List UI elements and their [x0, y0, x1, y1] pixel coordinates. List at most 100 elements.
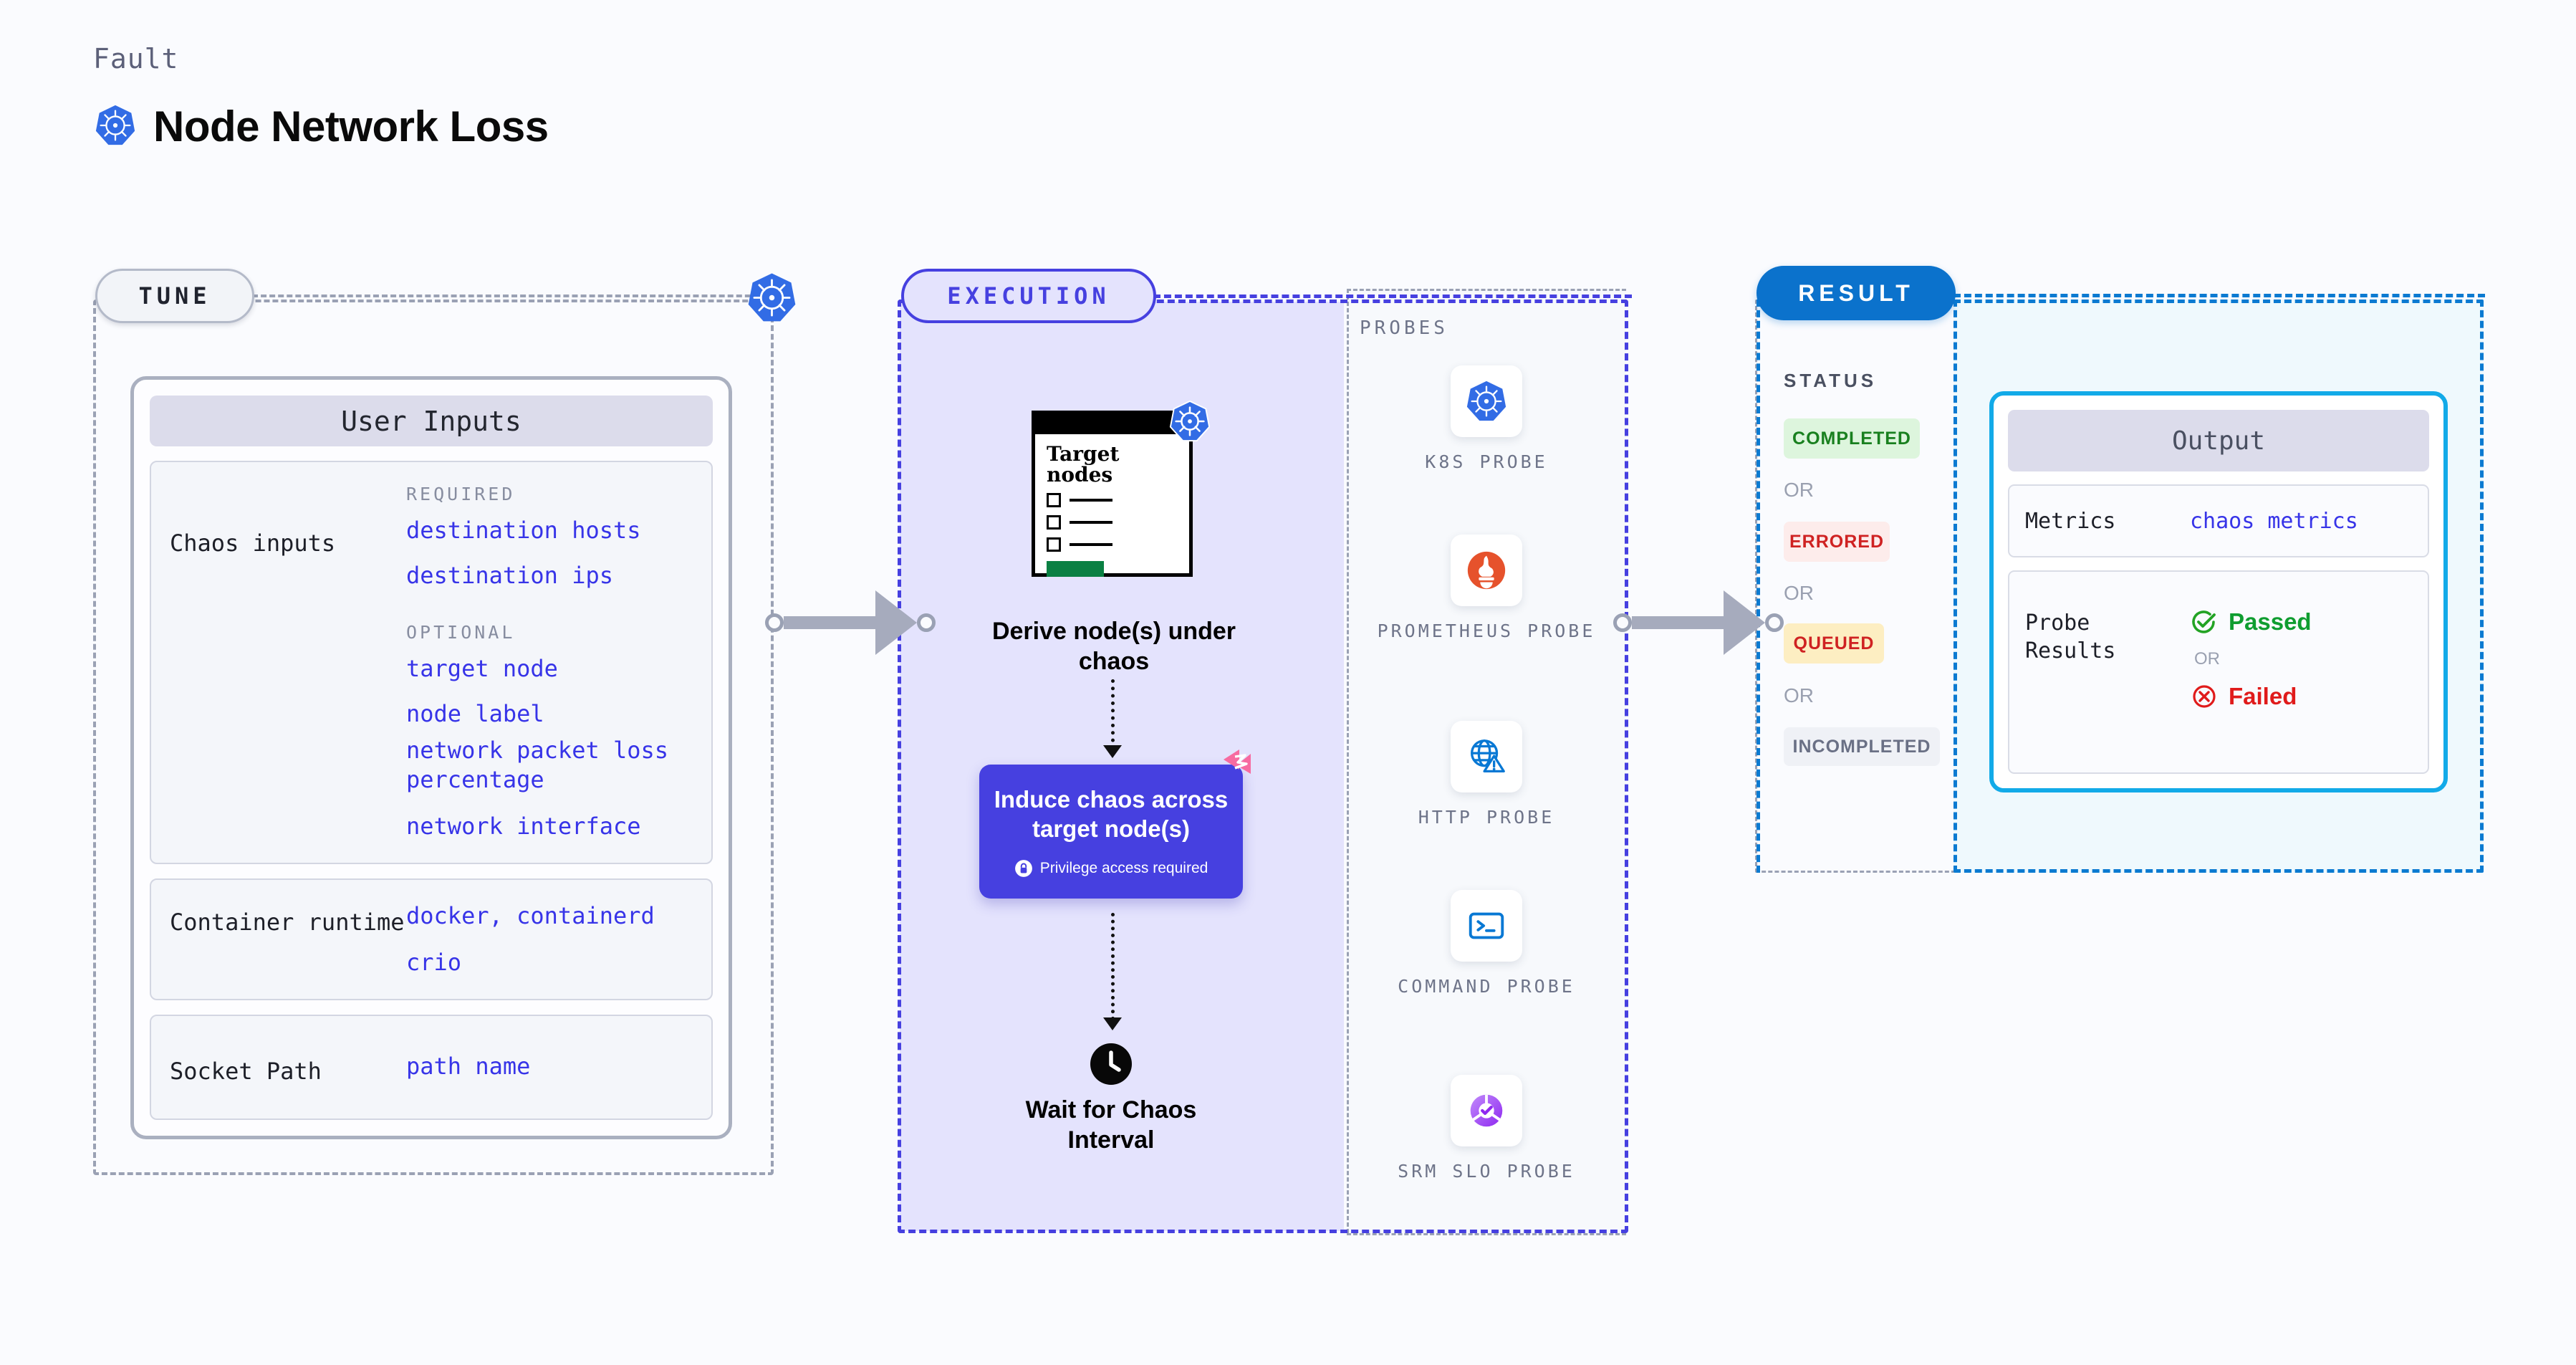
or-separator: OR: [2194, 649, 2220, 669]
arrowhead-icon: [1103, 745, 1122, 758]
wait-interval-caption: Wait for Chaos Interval: [1025, 1096, 1197, 1154]
input-destination-hosts[interactable]: destination hosts: [406, 517, 641, 545]
result-left-border: [1756, 300, 1760, 873]
chaos-inputs-label: Chaos inputs: [170, 530, 336, 557]
target-nodes-title: Target nodes: [1047, 442, 1120, 487]
or-separator: OR: [1784, 479, 1814, 501]
execution-panel: [898, 300, 1628, 1233]
input-network-packet-loss-percentage[interactable]: network packet loss percentage: [406, 737, 669, 794]
metrics-row: Metrics chaos metrics: [2008, 484, 2429, 557]
connector-line: [1632, 616, 1725, 629]
status-label: STATUS: [1784, 370, 1878, 391]
execution-stage-pill[interactable]: EXECUTION: [901, 269, 1156, 323]
probe-item-http[interactable]: HTTP PROBE: [1347, 721, 1626, 830]
kubernetes-icon: [745, 271, 799, 325]
probe-item-command[interactable]: COMMAND PROBE: [1347, 890, 1626, 999]
probe-results-label: Probe Results: [2025, 610, 2116, 664]
status-badge-queued: QUEUED: [1784, 623, 1884, 664]
probe-label: HTTP PROBE: [1418, 807, 1555, 828]
container-runtime-row: Container runtime docker, containerd cri…: [150, 878, 713, 1000]
probes-label: PROBES: [1360, 317, 1448, 339]
page-header: Fault Node Network Loss: [93, 43, 549, 151]
globe-warning-icon: [1451, 721, 1522, 792]
runtime-crio[interactable]: crio: [406, 948, 462, 976]
input-target-node[interactable]: target node: [406, 655, 558, 683]
probe-results-row: Probe Results Passed OR Failed: [2008, 570, 2429, 774]
tune-pill-label: TUNE: [138, 282, 211, 310]
checkbox-icon[interactable]: [1047, 537, 1061, 552]
placeholder-line: [1070, 543, 1112, 547]
probe-label: K8S PROBE: [1425, 451, 1548, 472]
arrowhead-icon: [1724, 590, 1765, 655]
kubernetes-icon: [1451, 365, 1522, 437]
runtime-docker[interactable]: docker: [406, 901, 489, 929]
runtime-containerd[interactable]: containerd: [516, 901, 655, 929]
runtime-separator: ,: [489, 901, 503, 929]
page-title-row: Node Network Loss: [93, 102, 549, 151]
arrowhead-icon: [875, 590, 917, 655]
input-network-interface[interactable]: network interface: [406, 812, 641, 840]
or-separator: OR: [1784, 582, 1814, 604]
flow-connector: [1111, 913, 1115, 1020]
prometheus-icon: [1451, 535, 1522, 606]
terminal-icon: [1451, 890, 1522, 962]
connector-execution-to-result: [1613, 590, 1784, 655]
confirm-button[interactable]: [1047, 561, 1104, 578]
result-connector-dash: [1953, 294, 2485, 297]
user-inputs-header: User Inputs: [150, 396, 713, 447]
user-inputs-title: User Inputs: [341, 405, 522, 437]
metrics-value[interactable]: chaos metrics: [2190, 508, 2358, 534]
tune-stage-pill[interactable]: TUNE: [95, 269, 254, 323]
probes-top-border: [1347, 289, 1626, 291]
derive-nodes-caption: Derive node(s) under chaos: [991, 618, 1236, 676]
execution-pill-label: EXECUTION: [947, 282, 1110, 310]
socket-path-value[interactable]: path name: [406, 1052, 531, 1080]
privilege-note: Privilege access required: [1014, 859, 1208, 878]
clock-icon: [1090, 1043, 1133, 1086]
target-nodes-card: Target nodes: [1032, 411, 1193, 578]
output-title: Output: [2171, 426, 2266, 456]
check-circle-icon: [2192, 610, 2216, 633]
status-badge-incompleted: INCOMPLETED: [1784, 727, 1940, 766]
connector-tune-to-execution: [765, 590, 936, 655]
or-separator: OR: [1784, 684, 1814, 707]
input-node-label[interactable]: node label: [406, 700, 544, 728]
checkbox-icon[interactable]: [1047, 493, 1061, 508]
status-badge-completed: COMPLETED: [1784, 418, 1920, 459]
chaos-inputs-row: Chaos inputs REQUIRED destination hosts …: [150, 461, 713, 864]
probe-item-srm-slo[interactable]: SRM SLO PROBE: [1347, 1075, 1626, 1184]
result-stage-pill[interactable]: RESULT: [1756, 266, 1956, 320]
induce-chaos-title: Induce chaos across target node(s): [994, 786, 1229, 842]
card-titlebar: [1035, 414, 1189, 434]
kubernetes-icon: [93, 103, 138, 150]
probe-result-failed: Failed: [2190, 682, 2312, 711]
output-card: Output Metrics chaos metrics Probe Resul…: [1989, 391, 2448, 792]
checkbox-icon[interactable]: [1047, 515, 1061, 530]
probe-item-k8s[interactable]: K8S PROBE: [1347, 365, 1626, 474]
required-group-heading: REQUIRED: [406, 484, 516, 505]
srm-slo-icon: [1451, 1075, 1522, 1146]
container-runtime-values[interactable]: docker, containerd: [406, 901, 655, 931]
result-pill-label: RESULT: [1798, 279, 1914, 306]
arrowhead-icon: [1103, 1017, 1122, 1030]
optional-group-heading: OPTIONAL: [406, 622, 516, 643]
checkbox-row[interactable]: [1047, 493, 1178, 508]
connector-endpoint: [917, 613, 936, 632]
placeholder-line: [1070, 521, 1112, 525]
probe-result-passed: Passed: [2190, 608, 2312, 636]
user-inputs-card: User Inputs Chaos inputs REQUIRED destin…: [130, 376, 732, 1139]
output-header: Output: [2008, 410, 2429, 471]
failed-label: Failed: [2229, 683, 2297, 709]
probes-bottom-border: [1347, 1233, 1626, 1235]
checkbox-row[interactable]: [1047, 537, 1178, 552]
passed-label: Passed: [2229, 608, 2312, 635]
metrics-label: Metrics: [2025, 508, 2116, 534]
probe-label: COMMAND PROBE: [1398, 976, 1575, 997]
lock-icon: [1014, 859, 1032, 877]
privilege-note-text: Privilege access required: [1039, 859, 1208, 876]
induce-chaos-step[interactable]: Induce chaos across target node(s) Privi…: [979, 765, 1243, 899]
probe-item-prometheus[interactable]: PROMETHEUS PROBE: [1347, 535, 1626, 643]
placeholder-line: [1070, 499, 1112, 502]
checkbox-row[interactable]: [1047, 515, 1178, 530]
input-destination-ips[interactable]: destination ips: [406, 562, 613, 590]
